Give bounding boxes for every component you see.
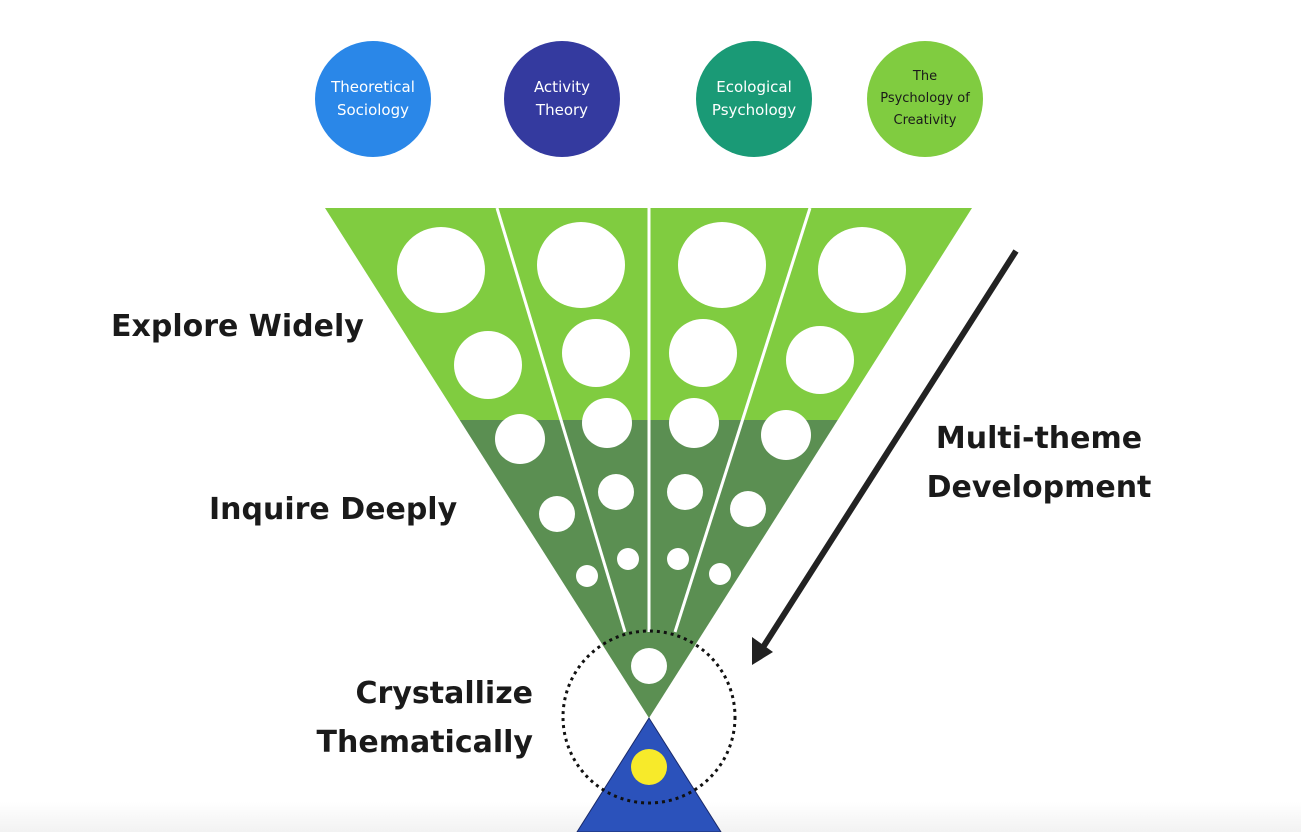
idea-bubble	[631, 648, 667, 684]
idea-bubble	[617, 548, 639, 570]
funnel-dividers	[495, 207, 812, 633]
idea-bubble	[761, 410, 811, 460]
explore-widely-label: Explore Widely	[111, 309, 364, 344]
theme-theoretical-sociology: Theoretical Sociology	[315, 41, 431, 157]
idea-bubble	[454, 331, 522, 399]
idea-bubble	[667, 474, 703, 510]
inquire-deeply-label: Inquire Deeply	[209, 492, 458, 527]
focus-ring	[561, 629, 737, 805]
divider-line	[495, 207, 627, 633]
idea-bubble	[678, 222, 766, 308]
idea-bubble	[818, 227, 906, 313]
theme-label: The Psychology of Creativity	[880, 69, 970, 128]
idea-bubble	[495, 414, 545, 464]
crystallize-thematically-label: Crystallize Thematically	[316, 676, 533, 760]
theme-label: Ecological Psychology	[711, 78, 797, 119]
arrow-head	[752, 637, 773, 665]
idea-bubble	[669, 319, 737, 387]
theme-psychology-of-creativity: The Psychology of Creativity	[867, 41, 983, 157]
idea-bubble	[537, 222, 625, 308]
idea-bubble	[730, 491, 766, 527]
idea-bubble	[598, 474, 634, 510]
multi-theme-development-label: Multi-theme Development	[926, 421, 1152, 505]
theme-label: Activity Theory	[533, 78, 591, 119]
crystal-core	[631, 749, 667, 785]
idea-bubble	[667, 548, 689, 570]
idea-bubble	[582, 398, 632, 448]
idea-bubble	[709, 563, 731, 585]
idea-bubble	[786, 326, 854, 394]
theme-label: Theoretical Sociology	[331, 78, 415, 119]
theme-ecological-psychology: Ecological Psychology	[696, 41, 812, 157]
development-arrow	[752, 249, 1019, 665]
idea-bubble	[669, 398, 719, 448]
theme-activity-theory: Activity Theory	[504, 41, 620, 157]
idea-bubble	[576, 565, 598, 587]
idea-bubble	[562, 319, 630, 387]
divider-line	[673, 207, 812, 633]
idea-bubble	[539, 496, 575, 532]
arrow-shaft	[757, 249, 1019, 654]
idea-bubbles	[397, 222, 906, 684]
idea-bubble	[397, 227, 485, 313]
